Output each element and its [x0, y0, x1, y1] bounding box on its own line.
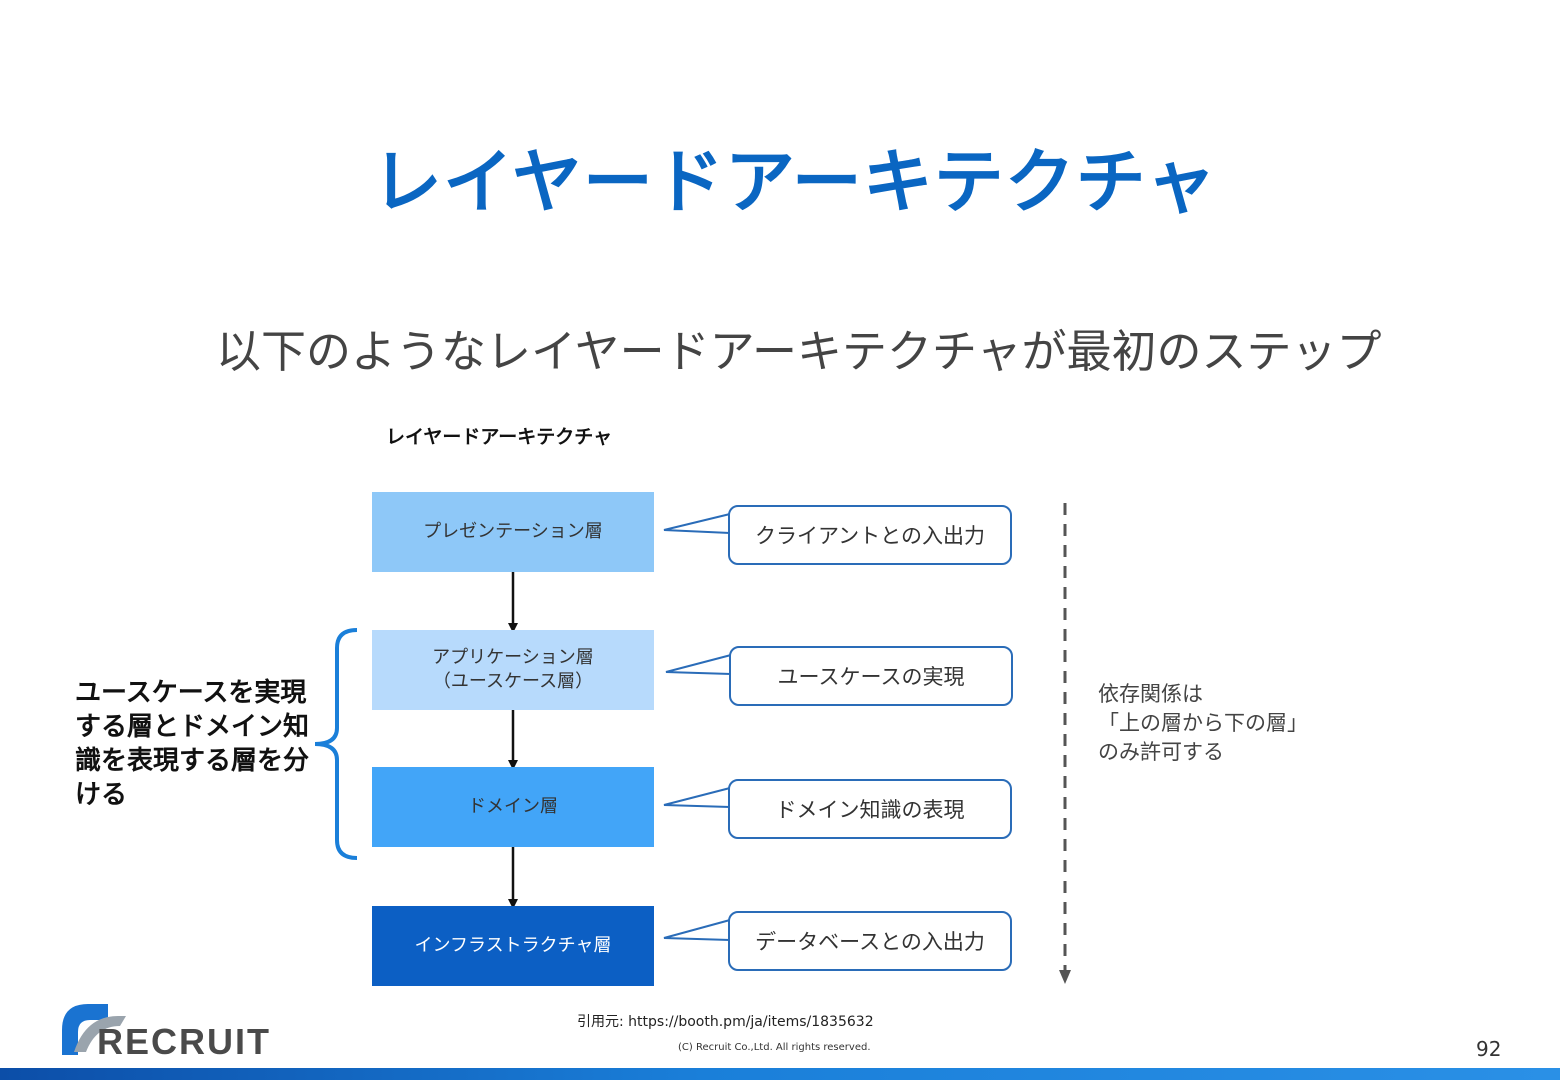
slide-subtitle: 以下のようなレイヤードアーキテクチャが最初のステップ — [216, 325, 1382, 378]
dependency-arrowhead — [1059, 970, 1071, 984]
dependency-note: 依存関係は 「上の層から下の層」 のみ許可する — [1098, 682, 1308, 764]
layer-infrastructure-label: インフラストラクチャ層 — [414, 935, 612, 956]
diagram-heading: レイヤードアーキテクチャ — [386, 426, 613, 448]
layer-domain: ドメイン層 — [372, 767, 654, 847]
callout-pointer-4 — [663, 919, 731, 941]
logo-mark — [62, 1004, 108, 1055]
layer-application-label: アプリケーション層 （ユースケース層） — [432, 647, 594, 692]
side-note: ユースケースを実現する層とドメイン知識を表現する層を分ける — [75, 678, 310, 810]
logo-text: RECRUIT — [97, 1021, 271, 1062]
callout-pointer-3 — [663, 787, 731, 808]
callout-database-io: データベースとの入出力 — [728, 911, 1012, 971]
callout-pointer-2 — [665, 654, 732, 675]
layer-presentation-label: プレゼンテーション層 — [423, 521, 603, 542]
callout-domain-knowledge: ドメイン知識の表現 — [728, 779, 1012, 839]
layer-presentation: プレゼンテーション層 — [372, 492, 654, 572]
bottom-bar — [0, 1068, 1560, 1080]
layer-application: アプリケーション層 （ユースケース層） — [372, 630, 654, 710]
copyright: (C) Recruit Co.,Ltd. All rights reserved… — [678, 1042, 871, 1053]
logo-swoosh — [74, 1016, 126, 1052]
page-number: 92 — [1476, 1037, 1502, 1061]
callout-client-io: クライアントとの入出力 — [728, 505, 1012, 565]
layer-domain-label: ドメイン層 — [468, 796, 558, 817]
curly-brace — [314, 628, 358, 860]
callout-pointer-1 — [663, 513, 731, 534]
callout-usecase: ユースケースの実現 — [729, 646, 1013, 706]
source-citation: 引用元: https://booth.pm/ja/items/1835632 — [577, 1014, 874, 1030]
slide-title: レイヤードアーキテクチャ — [372, 141, 1217, 223]
layer-infrastructure: インフラストラクチャ層 — [372, 906, 654, 986]
